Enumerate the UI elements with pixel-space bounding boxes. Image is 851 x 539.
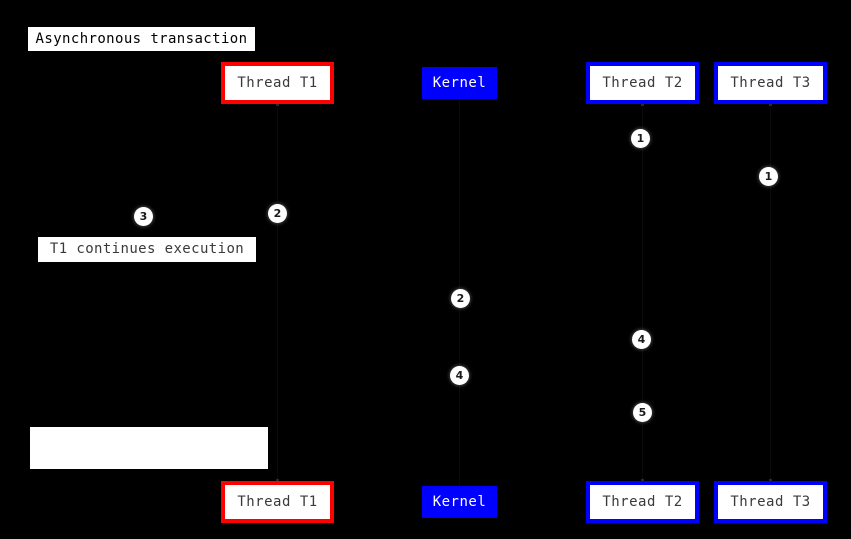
participant-thread-t2-top[interactable]: Thread T2 bbox=[586, 62, 699, 104]
step-number: 1 bbox=[636, 132, 645, 145]
participant-label: Thread T1 bbox=[237, 494, 318, 510]
diagram-title: Asynchronous transaction bbox=[27, 26, 256, 52]
lifeline-thread-t3 bbox=[770, 104, 771, 481]
participant-label: Thread T2 bbox=[602, 494, 683, 510]
participant-kernel-bottom[interactable]: Kernel bbox=[422, 486, 497, 518]
step-number: 3 bbox=[139, 210, 148, 223]
lifeline-tick-t2-top bbox=[641, 103, 644, 106]
lifeline-tick-t1-bottom bbox=[276, 479, 279, 482]
lifeline-tick-t3-bottom bbox=[769, 479, 772, 482]
step-circle-t1-3: 3 bbox=[134, 207, 153, 226]
step-number: 2 bbox=[273, 207, 282, 220]
participant-thread-t3-top[interactable]: Thread T3 bbox=[714, 62, 827, 104]
step-number: 1 bbox=[764, 170, 773, 183]
step-number: 4 bbox=[637, 333, 646, 346]
participant-label: Thread T3 bbox=[730, 494, 811, 510]
lifeline-thread-t2 bbox=[642, 104, 643, 481]
step-circle-t2-4: 4 bbox=[632, 330, 651, 349]
participant-thread-t3-bottom[interactable]: Thread T3 bbox=[714, 481, 827, 523]
step-number: 5 bbox=[638, 406, 647, 419]
step-circle-kernel-2: 2 bbox=[451, 289, 470, 308]
step-circle-t2-1: 1 bbox=[631, 129, 650, 148]
lifeline-thread-t1 bbox=[277, 104, 278, 481]
step-number: 2 bbox=[456, 292, 465, 305]
participant-kernel-top[interactable]: Kernel bbox=[422, 67, 497, 99]
note-t1-continues-execution: T1 continues execution bbox=[37, 236, 257, 263]
step-circle-t1-2: 2 bbox=[268, 204, 287, 223]
participant-label: Kernel bbox=[432, 75, 487, 91]
lifeline-tick-t3-top bbox=[769, 103, 772, 106]
lifeline-tick-t1-top bbox=[276, 103, 279, 106]
participant-label: Thread T3 bbox=[730, 75, 811, 91]
participant-thread-t2-bottom[interactable]: Thread T2 bbox=[586, 481, 699, 523]
step-circle-t3-1: 1 bbox=[759, 167, 778, 186]
participant-label: Thread T2 bbox=[602, 75, 683, 91]
note-text: T1 continues execution bbox=[49, 241, 245, 257]
note-blank-box bbox=[30, 427, 268, 469]
participant-label: Thread T1 bbox=[237, 75, 318, 91]
participant-thread-t1-bottom[interactable]: Thread T1 bbox=[221, 481, 334, 523]
step-circle-kernel-4: 4 bbox=[450, 366, 469, 385]
lifeline-tick-t2-bottom bbox=[641, 479, 644, 482]
step-circle-t2-5: 5 bbox=[633, 403, 652, 422]
participant-label: Kernel bbox=[432, 494, 487, 510]
step-number: 4 bbox=[455, 369, 464, 382]
participant-thread-t1-top[interactable]: Thread T1 bbox=[221, 62, 334, 104]
